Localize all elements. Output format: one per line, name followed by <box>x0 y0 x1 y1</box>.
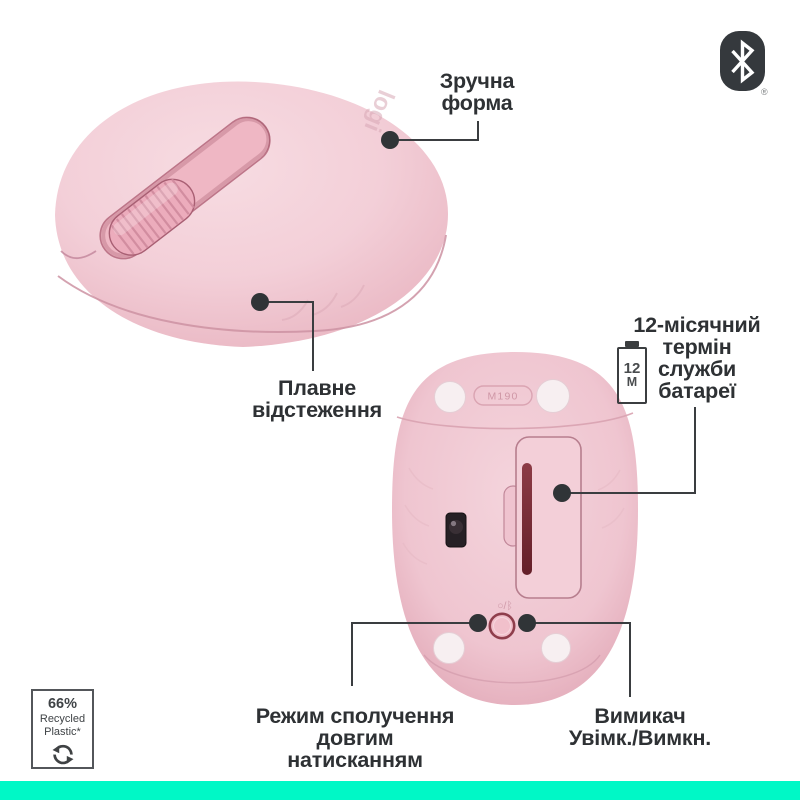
callout-comfort-line: форма <box>441 91 513 115</box>
bottom-lower-seam <box>423 654 601 684</box>
battery-icon-unit: M <box>626 375 638 390</box>
battery-door-slot <box>522 463 532 575</box>
callout-pairing-line: Режим сполучення <box>255 704 455 728</box>
recycled-word: Plastic* <box>44 725 81 738</box>
recycled-word: Recycled <box>39 712 86 725</box>
mouse-top-view: logi <box>55 81 448 347</box>
bluetooth-registered-mark: ® <box>761 87 768 97</box>
callout-dot-battery <box>553 484 571 502</box>
callout-line-comfort <box>390 121 479 141</box>
callout-dots <box>251 131 571 632</box>
callout-comfort-label: Зручна форма <box>440 70 515 114</box>
model-marking-label: M190 <box>487 391 518 403</box>
callout-battery-line: батареї <box>658 379 736 403</box>
scroll-wheel-ridges <box>110 178 195 255</box>
callout-dot-tracking <box>251 293 269 311</box>
callout-power-line: Вимикач <box>594 704 686 728</box>
callout-power-line: Увімк./Вимкн. <box>568 726 712 750</box>
callout-pairing-line: довгим <box>316 726 394 750</box>
recycle-cycle-icon <box>52 744 73 765</box>
mouse-foot <box>433 632 465 664</box>
callout-battery-label: 12-місячний термін служби батареї <box>633 314 760 402</box>
sensor-lens <box>449 520 463 534</box>
mouse-foot <box>536 379 570 413</box>
battery-door <box>515 436 582 599</box>
callout-tracking-label: Плавне відстеження <box>252 377 382 421</box>
callout-dot-power <box>518 614 536 632</box>
callout-line-power <box>527 622 631 697</box>
mouse-bottom-view: M190 ○/ᛒ <box>392 352 638 705</box>
callout-lines <box>260 121 696 697</box>
callout-pairing-line: натисканням <box>287 748 423 772</box>
mouse-top-body <box>55 81 448 347</box>
mouse-button-seam <box>60 250 97 260</box>
callout-tracking-line: Плавне <box>277 376 357 400</box>
callout-line-battery <box>562 407 696 494</box>
recycled-percent: 66% <box>47 696 78 712</box>
bottom-top-seam <box>396 412 634 430</box>
bluetooth-icon <box>720 31 765 91</box>
callout-power-label: Вимикач Увімк./Вимкн. <box>569 705 711 749</box>
power-switch-inner <box>493 617 511 635</box>
callout-battery-line: служби <box>657 357 737 381</box>
power-switch <box>488 612 516 640</box>
callout-line-pairing <box>351 622 478 686</box>
callout-dot-comfort <box>381 131 399 149</box>
bottom-side-texture <box>402 467 625 565</box>
mouse-foot <box>434 381 466 413</box>
callout-comfort-line: Зручна <box>439 69 515 93</box>
recycled-plastic-badge: 66% Recycled Plastic* <box>31 689 94 769</box>
battery-12m-icon: 12 M <box>617 341 647 404</box>
callout-tracking-line: відстеження <box>252 398 382 422</box>
model-marking-outline <box>473 385 533 406</box>
callout-line-tracking <box>260 301 314 371</box>
callout-dot-pairing <box>469 614 487 632</box>
callout-battery-line: 12-місячний <box>633 313 761 337</box>
scroll-wheel-sheen <box>113 182 178 236</box>
sensor-lens-highlight <box>450 520 457 527</box>
callout-pairing-label: Режим сполучення довгим натисканням <box>255 704 455 772</box>
mouse-shell-seam <box>57 234 447 333</box>
callout-battery-line: термін <box>662 335 732 359</box>
scroll-wheel-groove <box>101 117 271 258</box>
battery-icon-value: 12 <box>623 360 641 378</box>
brand-accent-bar <box>0 781 800 800</box>
mouse-foot <box>541 633 571 663</box>
power-marking: ○/ᛒ <box>497 600 513 612</box>
